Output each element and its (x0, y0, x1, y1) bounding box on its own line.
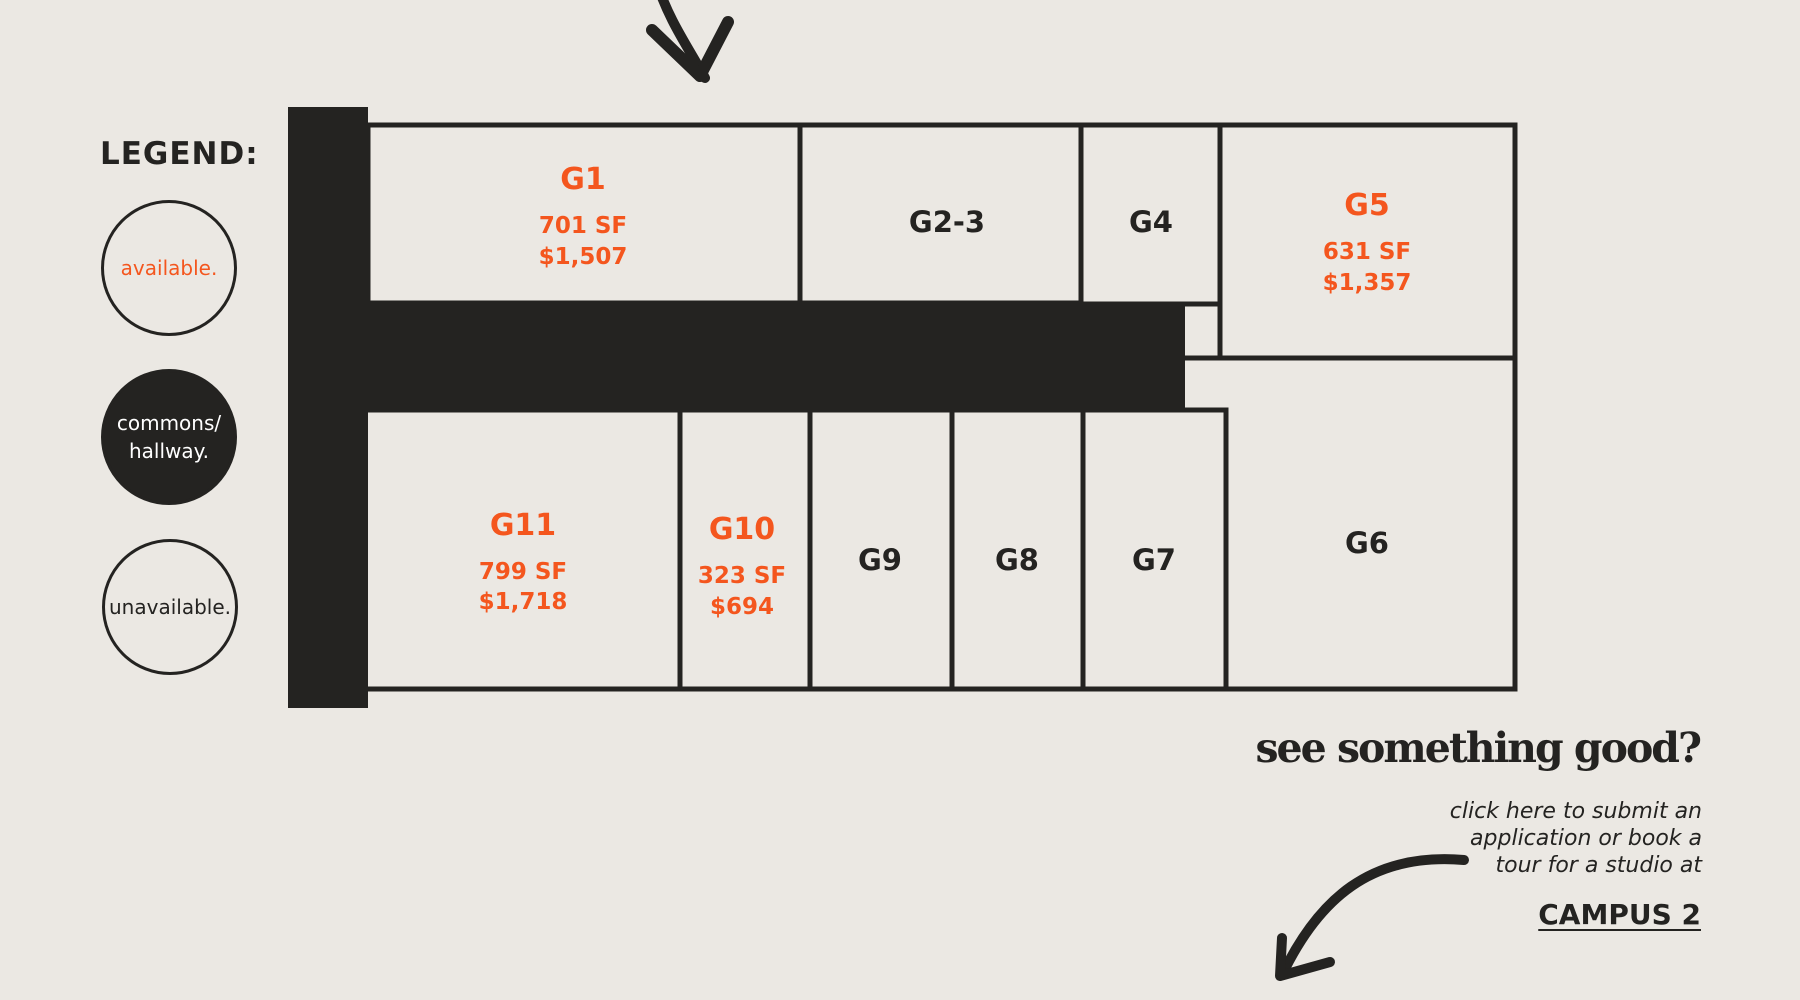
legend-commons-line2: hallway. (129, 439, 209, 463)
g5-sf: 631 SF (1323, 239, 1411, 265)
legend-unavailable: unavailable. (102, 539, 238, 675)
g5-price: $1,357 (1323, 270, 1412, 296)
g10-name: G10 (709, 512, 775, 547)
unit-g11[interactable] (333, 407, 683, 692)
g10-price: $694 (710, 594, 774, 620)
arrow-down-left-icon (1275, 854, 1469, 981)
cta-heading: see something good? (1255, 724, 1702, 772)
g10-sf: 323 SF (698, 563, 786, 589)
g9-name: G9 (858, 543, 902, 577)
legend-commons-line1: commons/ (116, 411, 222, 435)
legend-available: available. (101, 200, 237, 336)
g8-name: G8 (995, 543, 1039, 577)
legend-title: LEGEND: (100, 136, 259, 172)
unit-g10[interactable] (677, 407, 813, 692)
g23-name: G2-3 (909, 205, 985, 239)
g1-price: $1,507 (539, 244, 628, 270)
arrow-down-icon (646, 0, 734, 83)
cta-line1: click here to submit an (1449, 799, 1702, 824)
legend-commons: commons/ hallway. (101, 369, 237, 505)
legend-commons-label: commons/ hallway. (117, 409, 221, 465)
legend-unavailable-label: unavailable. (109, 595, 231, 619)
g11-sf: 799 SF (479, 559, 567, 585)
cta-line3: tour for a studio at (1495, 853, 1702, 878)
g1-name: G1 (560, 162, 606, 197)
g7-name: G7 (1132, 543, 1176, 577)
cta-line2: application or book a (1470, 826, 1702, 851)
g5-name: G5 (1344, 188, 1390, 223)
g11-price: $1,718 (479, 589, 568, 615)
g11-name: G11 (490, 508, 556, 543)
campus-2-link[interactable]: CAMPUS 2 (1538, 898, 1701, 931)
unit-g6[interactable] (1185, 355, 1518, 692)
legend-available-label: available. (120, 256, 218, 280)
commons-hallway (368, 303, 1185, 410)
g6-name: G6 (1345, 526, 1389, 560)
g4-name: G4 (1129, 205, 1173, 239)
g1-sf: 701 SF (539, 213, 627, 239)
cta-body: click here to submit an application or b… (1380, 798, 1702, 879)
